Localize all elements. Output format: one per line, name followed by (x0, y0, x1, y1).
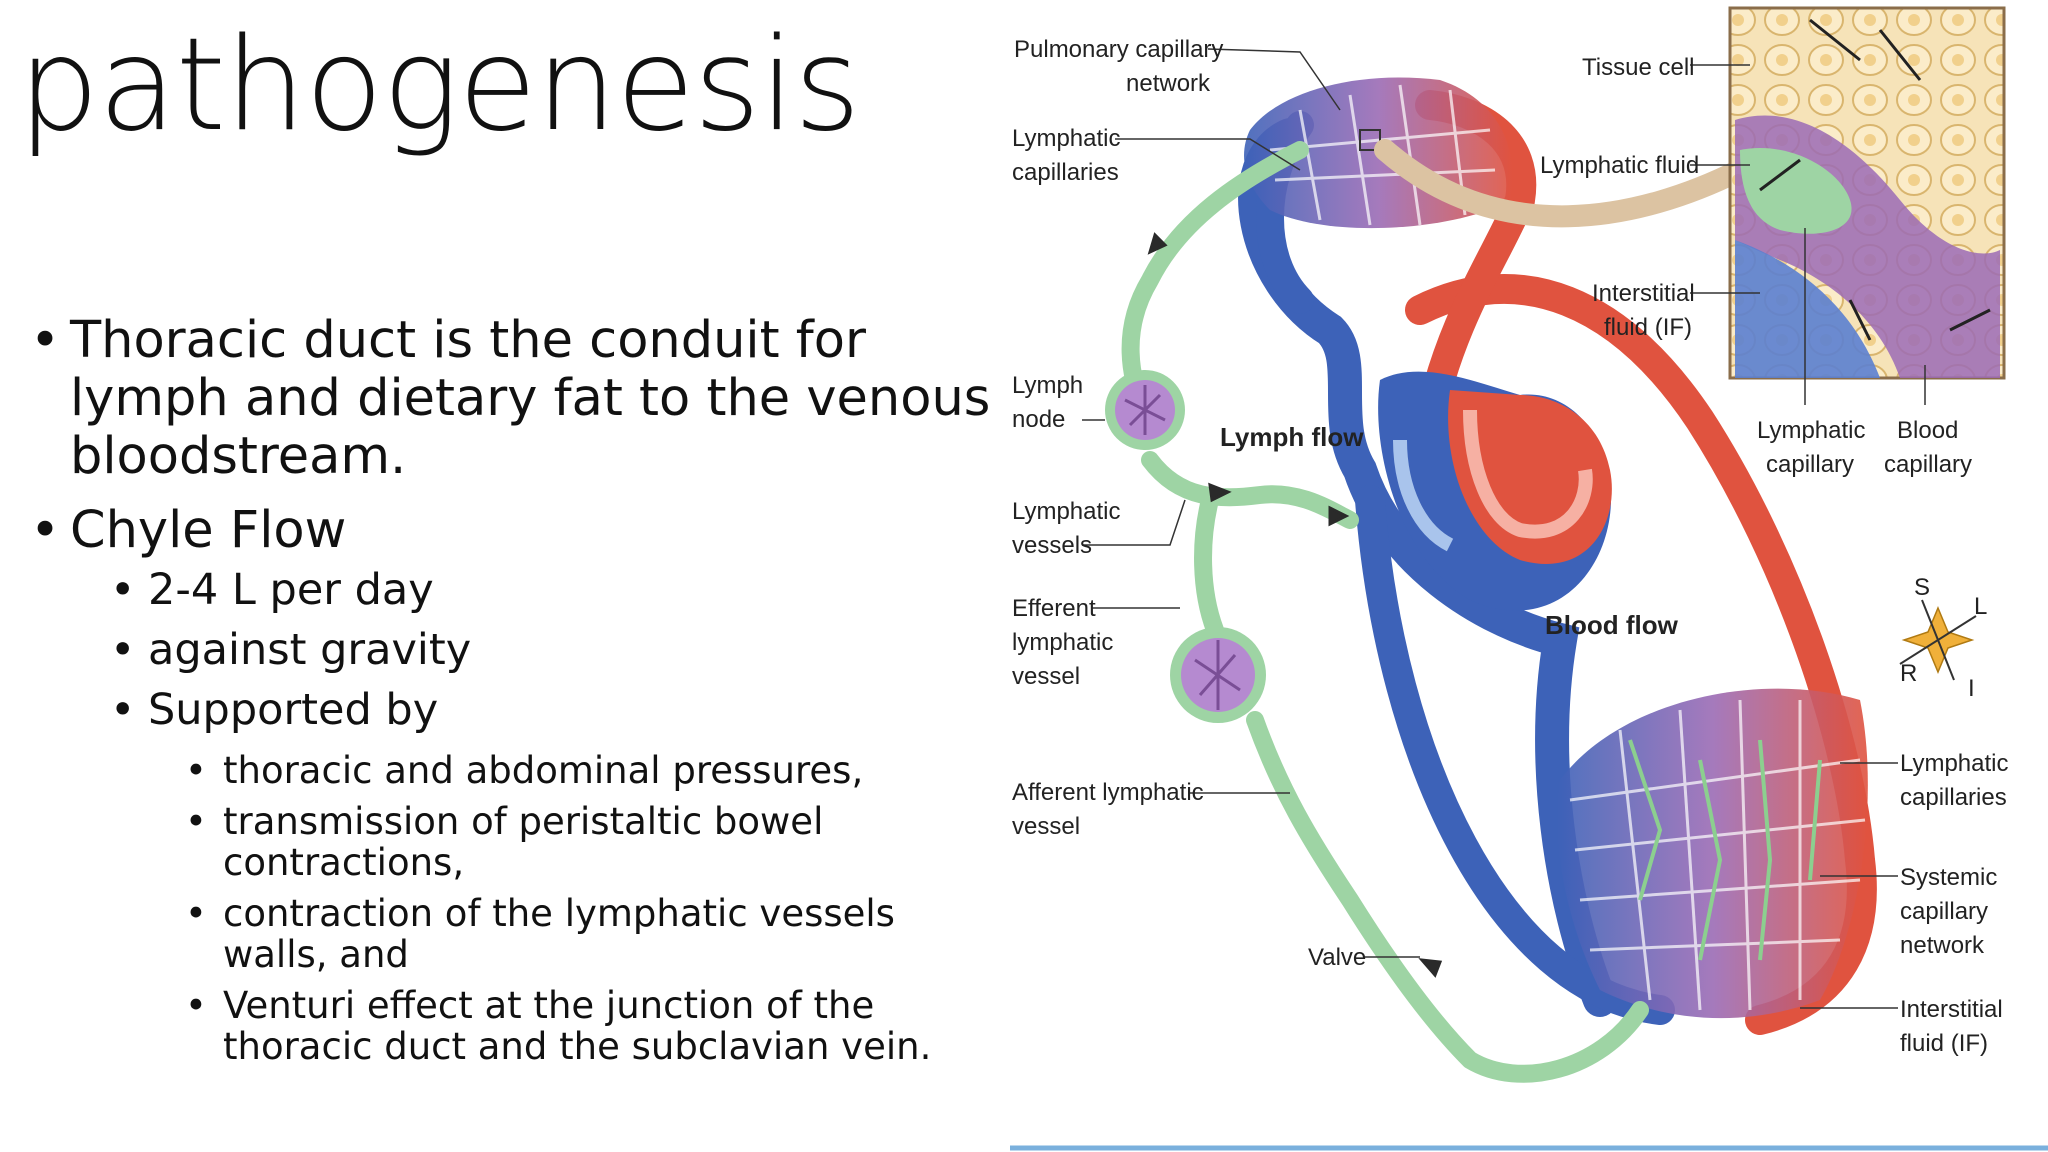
label-interstitial-bottom: Interstitial (1900, 996, 2003, 1023)
compass-s: S (1914, 574, 1930, 601)
label-afferent-2: vessel (1012, 813, 1080, 840)
label-blood-capillary-2: capillary (1884, 451, 1972, 478)
label-lymphatic-capillaries-top-2: capillaries (1012, 159, 1119, 186)
tissue-inset (1728, 6, 2006, 380)
label-pulmonary-network: network (1126, 70, 1211, 97)
label-tissue-cell: Tissue cell (1582, 54, 1694, 81)
compass-l: L (1974, 593, 1987, 620)
sub-sub-bullet-venturi: Venturi effect at the junction of the th… (30, 985, 1005, 1067)
compass-icon (1899, 599, 1977, 681)
compass-r: R (1900, 660, 1917, 687)
label-lymphatic-capillaries-top: Lymphatic (1012, 125, 1121, 152)
heart (1378, 371, 1612, 611)
sub-sub-bullet-contraction: contraction of the lymphatic vessels wal… (30, 893, 1005, 975)
label-lymphatic-capillary: Lymphatic (1757, 417, 1866, 444)
label-blood-capillary: Blood (1897, 417, 1958, 444)
slide-title: pathogenesis (18, 11, 861, 160)
systemic-artery (1405, 274, 1877, 1035)
label-lymphatic-vessels: Lymphatic (1012, 498, 1121, 525)
label-lymph-flow: Lymph flow (1220, 422, 1364, 452)
label-systemic-2: capillary (1900, 898, 1988, 925)
bullet-list: Thoracic duct is the conduit for lymph a… (30, 312, 1005, 1068)
label-lymphatic-fluid: Lymphatic fluid (1540, 152, 1699, 179)
sub-sub-bullet-pressures: thoracic and abdominal pressures, (30, 750, 1005, 791)
bullet-thoracic-duct: Thoracic duct is the conduit for lymph a… (30, 312, 1005, 486)
systemic-vein-lower (1355, 485, 1675, 1025)
label-systemic: Systemic (1900, 864, 1997, 891)
label-lymphatic-capillary-2: capillary (1766, 451, 1854, 478)
compass-i: I (1968, 675, 1975, 702)
label-interstitial-top: Interstitial (1592, 280, 1695, 307)
lymph-node-upper (1105, 370, 1185, 450)
label-blood-flow: Blood flow (1545, 610, 1679, 640)
sub-bullet-gravity: against gravity (30, 620, 1005, 680)
label-efferent-3: vessel (1012, 663, 1080, 690)
sub-bullet-supported: Supported by (30, 680, 1005, 740)
lymphatic-circulation-diagram: Pulmonary capillary network Lymphatic ca… (1010, 6, 2048, 1151)
label-interstitial-top-2: fluid (IF) (1604, 314, 1692, 341)
bullet-chyle-flow: Chyle Flow (30, 502, 1005, 561)
sub-sub-bullet-peristaltic: transmission of peristaltic bowel contra… (30, 801, 1005, 883)
label-lymph-node-2: node (1012, 406, 1065, 433)
label-afferent: Afferent lymphatic (1012, 779, 1204, 806)
label-lymph-node: Lymph (1012, 372, 1083, 399)
label-systemic-3: network (1900, 932, 1985, 959)
label-pulmonary-capillary: Pulmonary capillary (1014, 36, 1223, 63)
systemic-capillary-network (1557, 688, 1868, 1019)
sub-bullet-volume: 2-4 L per day (30, 560, 1005, 620)
label-lymphatic-capillaries-bottom-2: capillaries (1900, 784, 2007, 811)
label-efferent: Efferent (1012, 595, 1096, 622)
label-lymphatic-capillaries-bottom: Lymphatic (1900, 750, 2009, 777)
lymph-node-lower (1170, 627, 1266, 723)
label-lymphatic-vessels-2: vessels (1012, 532, 1092, 559)
magnify-arrow (1374, 139, 1751, 228)
label-interstitial-bottom-2: fluid (IF) (1900, 1030, 1988, 1057)
label-valve: Valve (1308, 944, 1366, 971)
label-efferent-2: lymphatic (1012, 629, 1113, 656)
